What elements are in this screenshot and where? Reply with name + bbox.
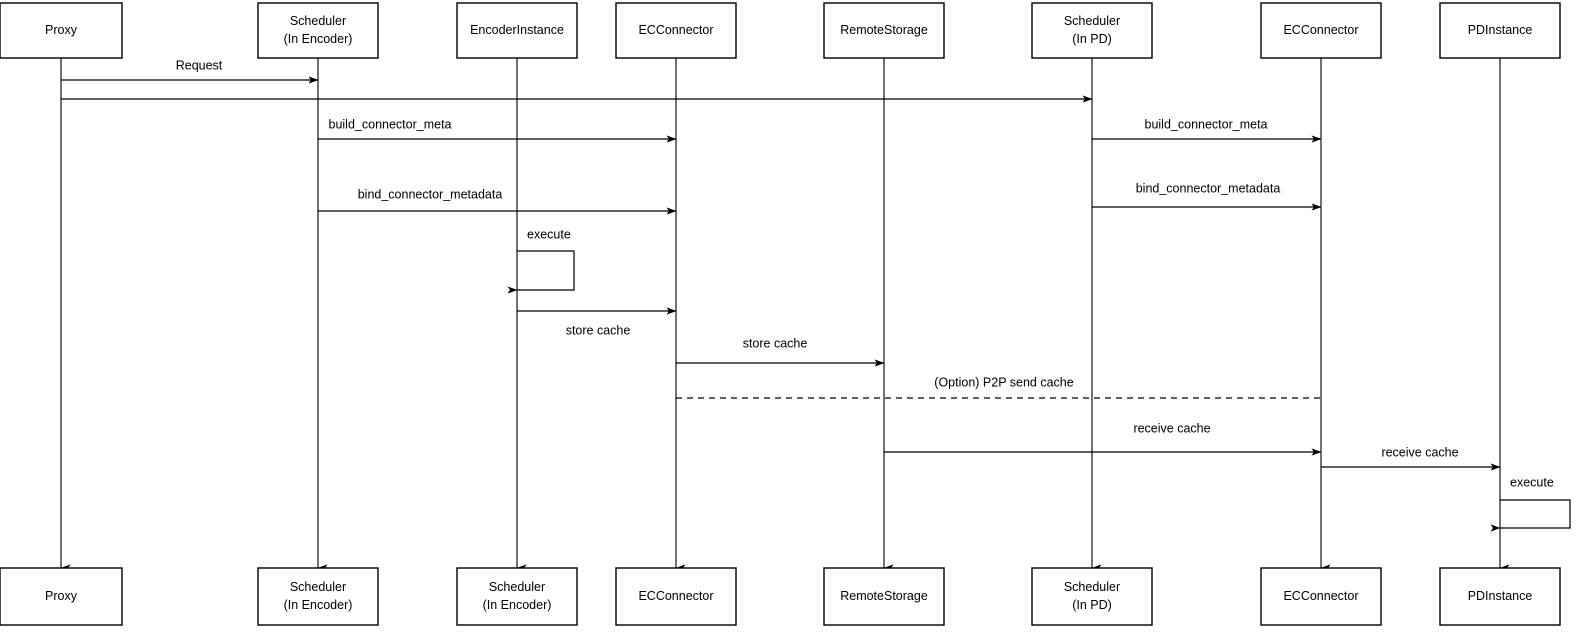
lifelines-group [60, 58, 1510, 572]
self-message-label-s2: execute [1510, 475, 1554, 489]
bottom-participant-box-enc_inst[interactable] [456, 567, 578, 626]
message-label-m7: store cache [566, 323, 631, 337]
top-participant-proxy[interactable]: Proxy [0, 2, 123, 59]
top-participant-label-enc_inst: EncoderInstance [470, 23, 564, 37]
message-label-m11: receive cache [1381, 445, 1458, 459]
bottom-participant-sched_enc[interactable]: Scheduler (In Encoder) [257, 567, 379, 626]
top-participant-label-sched_enc-line1: Scheduler [290, 14, 346, 28]
bottom-participant-label-proxy: Proxy [45, 589, 78, 603]
self-messages-group: execute execute [507, 227, 1571, 532]
top-participant-box-proxy[interactable] [0, 2, 123, 59]
bottom-participant-label-ecc_enc: ECConnector [638, 589, 713, 603]
message-label-m6: bind_connector_metadata [1136, 181, 1281, 195]
bottom-participant-sched_pd[interactable]: Scheduler (In PD) [1031, 567, 1153, 626]
top-participant-label-proxy: Proxy [45, 23, 78, 37]
bottom-participant-enc_inst[interactable]: Scheduler (In Encoder) [456, 567, 578, 626]
bottom-participant-box-ecc_pd[interactable] [1260, 567, 1382, 626]
top-participant-enc_inst[interactable]: EncoderInstance [456, 2, 578, 59]
message-label-m5: bind_connector_metadata [358, 187, 503, 201]
messages-group: Request build_connector_meta build_connect… [61, 58, 1501, 471]
message-label-m4: build_connector_meta [1145, 117, 1268, 131]
bottom-participant-remotestore[interactable]: RemoteStorage [823, 567, 945, 626]
bottom-participant-label-sched_pd-line2: (In PD) [1072, 598, 1112, 612]
bottom-participant-box-sched_pd[interactable] [1031, 567, 1153, 626]
bottom-participant-boxes: Proxy Scheduler (In Encoder) Scheduler (In E… [0, 567, 1561, 626]
message-label-m3: build_connector_meta [329, 117, 452, 131]
top-participant-label-pd_inst: PDInstance [1468, 23, 1533, 37]
top-participant-box-enc_inst[interactable] [456, 2, 578, 59]
message-label-m10: receive cache [1133, 421, 1210, 435]
self-message-s2 [1490, 499, 1571, 532]
self-message-label-s1: execute [527, 227, 571, 241]
bottom-participant-label-ecc_pd: ECConnector [1283, 589, 1358, 603]
top-participant-label-sched_enc-line2: (In Encoder) [284, 32, 353, 46]
top-participant-box-pd_inst[interactable] [1439, 2, 1561, 59]
bottom-participant-ecc_pd[interactable]: ECConnector [1260, 567, 1382, 626]
self-message-s1 [507, 250, 575, 294]
bottom-participant-ecc_enc[interactable]: ECConnector [615, 567, 737, 626]
top-participant-ecc_enc[interactable]: ECConnector [615, 2, 737, 59]
bottom-participant-label-sched_pd-line1: Scheduler [1064, 580, 1120, 594]
bottom-participant-label-remotestore: RemoteStorage [840, 589, 928, 603]
bottom-participant-box-remotestore[interactable] [823, 567, 945, 626]
top-participant-label-sched_pd-line1: Scheduler [1064, 14, 1120, 28]
top-participant-boxes: Proxy Scheduler (In Encoder) EncoderInstanc… [0, 2, 1561, 59]
message-label-m9: (Option) P2P send cache [934, 375, 1073, 389]
top-participant-box-remotestore[interactable] [823, 2, 945, 59]
bottom-participant-label-pd_inst: PDInstance [1468, 589, 1533, 603]
bottom-participant-label-enc_inst-line2: (In Encoder) [483, 598, 552, 612]
bottom-participant-pd_inst[interactable]: PDInstance [1439, 567, 1561, 626]
top-participant-box-sched_enc[interactable] [257, 2, 379, 59]
top-participant-pd_inst[interactable]: PDInstance [1439, 2, 1561, 59]
top-participant-ecc_pd[interactable]: ECConnector [1260, 2, 1382, 59]
top-participant-label-ecc_enc: ECConnector [638, 23, 713, 37]
top-participant-label-remotestore: RemoteStorage [840, 23, 928, 37]
message-label-m8: store cache [743, 336, 808, 350]
top-participant-sched_enc[interactable]: Scheduler (In Encoder) [257, 2, 379, 59]
bottom-participant-box-proxy[interactable] [0, 567, 123, 626]
message-label-m1: Request [176, 58, 223, 72]
top-participant-sched_pd[interactable]: Scheduler (In PD) [1031, 2, 1153, 59]
top-participant-remotestore[interactable]: RemoteStorage [823, 2, 945, 59]
top-participant-box-ecc_enc[interactable] [615, 2, 737, 59]
bottom-participant-proxy[interactable]: Proxy [0, 567, 123, 626]
top-participant-box-ecc_pd[interactable] [1260, 2, 1382, 59]
bottom-participant-label-enc_inst-line1: Scheduler [489, 580, 545, 594]
bottom-participant-label-sched_enc-line1: Scheduler [290, 580, 346, 594]
bottom-participant-box-sched_enc[interactable] [257, 567, 379, 626]
bottom-participant-box-ecc_enc[interactable] [615, 567, 737, 626]
top-participant-box-sched_pd[interactable] [1031, 2, 1153, 59]
top-participant-label-ecc_pd: ECConnector [1283, 23, 1358, 37]
bottom-participant-label-sched_enc-line2: (In Encoder) [284, 598, 353, 612]
top-participant-label-sched_pd-line2: (In PD) [1072, 32, 1112, 46]
bottom-participant-box-pd_inst[interactable] [1439, 567, 1561, 626]
